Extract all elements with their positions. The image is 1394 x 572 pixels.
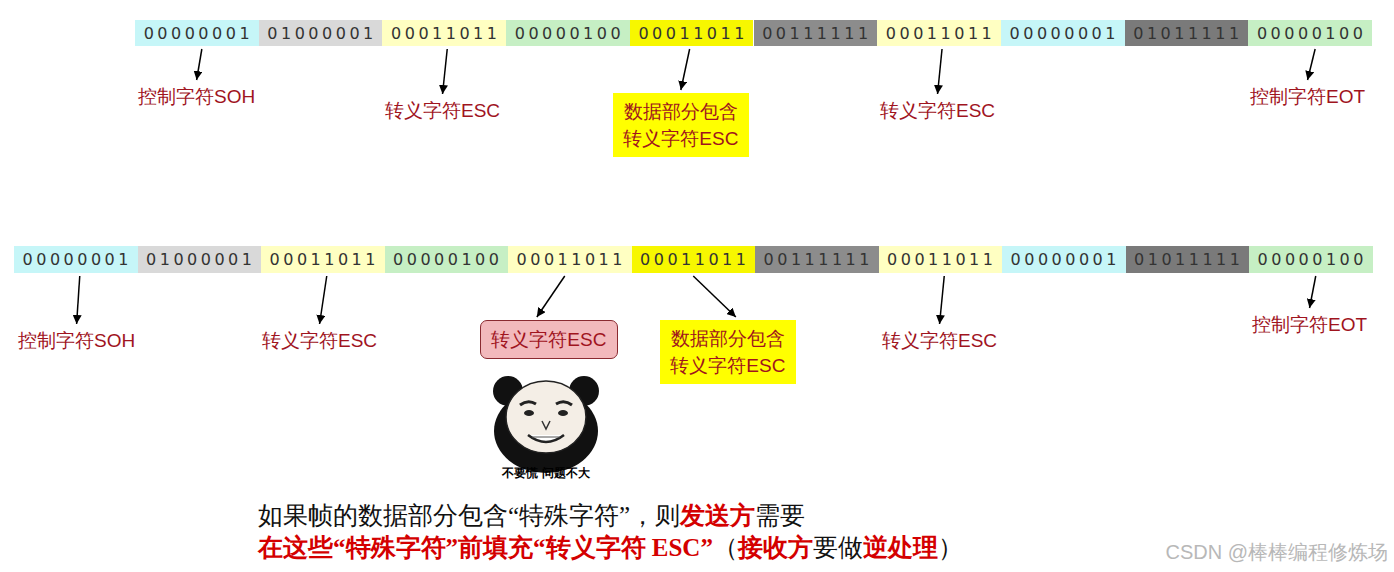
caption-part: ） — [938, 534, 963, 561]
bit-string: 00011011 — [637, 250, 749, 269]
bit-byte-cell: 00000001 — [135, 20, 259, 46]
pointer-arrow — [693, 276, 736, 317]
caption-part: 如果帧的数据部分包含“特殊字符”，则 — [258, 502, 680, 529]
bit-string: 00000100 — [1254, 24, 1366, 43]
meme-text: 不要慌 问题不大 — [490, 465, 602, 482]
caption-part: 逆处理 — [863, 534, 938, 561]
bit-string: 00011011 — [635, 24, 747, 43]
bit-string: 00111111 — [761, 250, 873, 269]
caption-part: 填充“转义字符 ESC” — [483, 534, 713, 561]
bit-byte-cell: 00111111 — [754, 20, 878, 46]
field-label: 转义字符ESC — [880, 98, 995, 124]
bit-string: 00111111 — [759, 24, 871, 43]
bit-string: 00011011 — [884, 250, 996, 269]
bit-byte-cell: 00000100 — [1248, 20, 1372, 46]
bit-byte-cell: 00011011 — [632, 246, 756, 273]
caption-part: 要做 — [813, 534, 863, 561]
bit-byte-cell: 00000001 — [1002, 246, 1126, 273]
bit-byte-cell: 00011011 — [261, 246, 385, 273]
bit-byte-cell: 00111111 — [755, 246, 879, 273]
bit-byte-cell: 00000100 — [385, 246, 509, 273]
leader-line — [320, 276, 327, 324]
bit-string: 00000001 — [141, 24, 253, 43]
bit-byte-cell: 01011111 — [1126, 246, 1250, 273]
bit-string: 00000100 — [1255, 250, 1367, 269]
leader-line — [443, 49, 448, 94]
pointer-arrow — [537, 276, 565, 317]
field-label: 控制字符SOH — [138, 84, 255, 110]
callout-text: 转义字符ESC — [489, 326, 609, 353]
bit-string: 01011111 — [1131, 250, 1243, 269]
bit-string: 00011011 — [514, 250, 626, 269]
caption-part: 接收方 — [738, 534, 813, 561]
bit-string: 00000001 — [20, 250, 132, 269]
bit-byte-cell: 00011011 — [630, 20, 754, 46]
bit-byte-cell: 00000100 — [506, 20, 630, 46]
bit-string: 00011011 — [388, 24, 500, 43]
caption-part: 需要 — [755, 502, 805, 529]
bit-string: 00011011 — [883, 24, 995, 43]
field-label: 转义字符ESC — [882, 328, 997, 354]
field-label: 转义字符ESC — [262, 328, 377, 354]
bit-string: 00000001 — [1008, 250, 1120, 269]
inserted-esc-box: 转义字符ESC — [480, 320, 618, 359]
bit-byte-cell: 01011111 — [1125, 20, 1249, 46]
leader-line — [77, 276, 80, 324]
leader-line — [1308, 49, 1316, 80]
pointer-arrow — [681, 49, 690, 90]
bit-byte-cell: 00000001 — [1001, 20, 1125, 46]
bit-string: 01000001 — [143, 250, 255, 269]
bit-byte-cell: 00000100 — [1249, 246, 1373, 273]
leader-line — [938, 49, 942, 94]
field-label: 转义字符ESC — [385, 98, 500, 124]
bit-byte-cell: 00011011 — [382, 20, 506, 46]
caption-text: 如果帧的数据部分包含“特殊字符”，则发送方需要在这些“特殊字符”前填充“转义字符… — [258, 500, 1258, 564]
bit-byte-cell: 00011011 — [877, 20, 1001, 46]
caption-part: 在这些“特殊字符”前 — [258, 534, 483, 561]
field-label: 控制字符EOT — [1250, 84, 1365, 110]
bit-string: 01011111 — [1130, 24, 1242, 43]
field-label: 控制字符SOH — [18, 328, 135, 354]
highlight-box: 数据部分包含 转义字符ESC — [660, 320, 796, 384]
bit-string: 01000001 — [264, 24, 376, 43]
bit-byte-cell: 00011011 — [508, 246, 632, 273]
callout-text: 数据部分包含 转义字符ESC — [621, 98, 741, 152]
bit-byte-cell: 01000001 — [259, 20, 383, 46]
bit-byte-cell: 01000001 — [138, 246, 262, 273]
field-label: 控制字符EOT — [1252, 312, 1367, 338]
bit-string: 00011011 — [267, 250, 379, 269]
caption-part: （ — [713, 534, 738, 561]
caption-part: 发送方 — [680, 502, 755, 529]
watermark: CSDN @棒棒编程修炼场 — [1165, 539, 1388, 566]
bit-byte-cell: 00000001 — [14, 246, 138, 273]
leader-line — [1310, 276, 1316, 308]
bit-byte-cell: 00011011 — [879, 246, 1003, 273]
bit-string: 00000100 — [390, 250, 502, 269]
callout-text: 数据部分包含 转义字符ESC — [668, 325, 788, 379]
bit-string: 00000100 — [512, 24, 624, 43]
leader-line — [940, 276, 945, 324]
bit-string: 00000001 — [1007, 24, 1119, 43]
highlight-box: 数据部分包含 转义字符ESC — [613, 93, 749, 157]
leader-line — [197, 49, 202, 80]
